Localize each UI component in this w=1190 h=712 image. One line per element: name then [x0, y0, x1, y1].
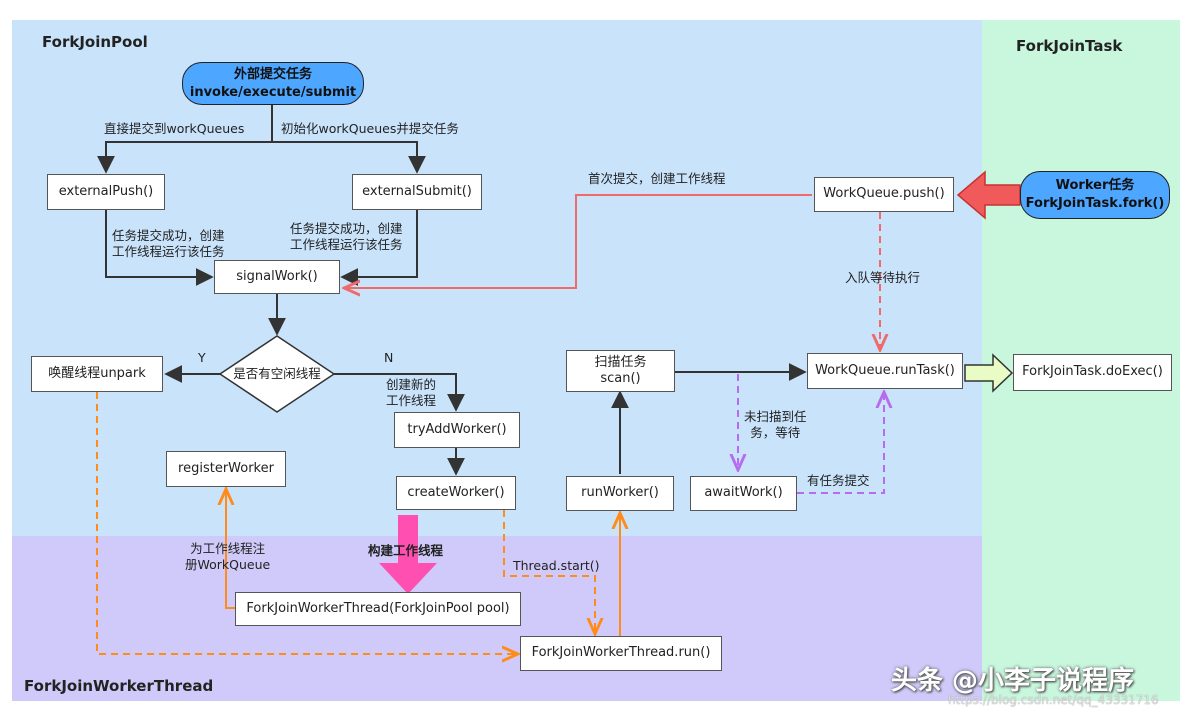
signalwork-node: signalWork()	[214, 260, 340, 294]
label-direct-submit: 直接提交到workQueues	[104, 121, 245, 136]
forkjoinworkerthread-title: ForkJoinWorkerThread	[24, 677, 214, 695]
arrow-awaitwork-to-runtask	[797, 392, 884, 494]
decision-diamond	[218, 335, 336, 413]
scan-line2: scan()	[600, 371, 641, 386]
fjwt-run-node: ForkJoinWorkerThread.run()	[520, 636, 722, 671]
scan-node: 扫描任务 scan()	[566, 350, 675, 392]
label-no-task-2: 务，等待	[750, 425, 801, 441]
label-no-task-1: 未扫描到任	[744, 409, 807, 424]
label-register-1: 为工作线程注	[190, 541, 266, 556]
unpark-node: 唤醒线程unpark	[31, 356, 163, 392]
doexec-node: ForkJoinTask.doExec()	[1013, 354, 1172, 391]
arrow-createworker-to-run	[503, 510, 595, 634]
green-arrow	[964, 353, 1014, 393]
runtask-node: WorkQueue.runTask()	[807, 353, 963, 389]
label-success-left: 任务提交成功，创建 工作线程运行该任务	[112, 228, 225, 261]
scan-line1: 扫描任务	[594, 354, 647, 370]
watermark-url: https://blog.csdn.net/qq_43331716	[948, 693, 1159, 707]
label-create-new-1: 创建新的	[386, 377, 437, 392]
arrow-submit-to-externalsubmit	[272, 141, 426, 174]
label-success-right: 任务提交成功，创建 工作线程运行该任务	[290, 221, 403, 254]
worker-task-node: Worker任务 ForkJoinTask.fork()	[1020, 171, 1170, 219]
worker-task-line2: ForkJoinTask.fork()	[1025, 196, 1165, 211]
label-thread-start: Thread.start()	[513, 558, 600, 573]
label-create-new: 创建新的 工作线程	[386, 377, 436, 410]
forkjointask-title: ForkJoinTask	[1016, 37, 1123, 55]
arrow-unpark-to-run	[96, 392, 518, 654]
fjwt-ctor-node: ForkJoinWorkerThread(ForkJoinPool pool)	[235, 592, 521, 626]
watermark-text: 头条 @小李子说程序	[891, 666, 1135, 696]
label-register: 为工作线程注 册WorkQueue	[185, 541, 270, 574]
label-success-left-1: 任务提交成功，创建	[112, 228, 225, 243]
external-submit-line1: 外部提交任务	[233, 66, 312, 82]
decision-label: 是否有空闲线程	[233, 366, 321, 381]
awaitwork-node: awaitWork()	[690, 476, 797, 511]
externalpush-node: externalPush()	[47, 174, 165, 210]
label-success-left-2: 工作线程运行该任务	[112, 244, 225, 260]
runworker-node: runWorker()	[566, 476, 674, 511]
external-submit-line2: invoke/execute/submit	[189, 84, 357, 100]
label-yes: Y	[198, 350, 206, 365]
label-no-task: 未扫描到任 务，等待	[744, 409, 807, 442]
push-node: WorkQueue.push()	[814, 177, 954, 212]
big-red-arrow	[956, 170, 1021, 220]
worker-task-line1: Worker任务	[1055, 178, 1135, 194]
label-init-submit: 初始化workQueues并提交任务	[281, 121, 459, 136]
arrow-externalpush-to-signalwork	[105, 210, 214, 286]
label-create-new-2: 工作线程	[386, 393, 437, 409]
label-enqueue-wait: 入队等待执行	[845, 270, 921, 285]
pink-arrow	[379, 515, 437, 594]
tryaddworker-node: tryAddWorker()	[394, 412, 520, 448]
forkjoinpool-title: ForkJoinPool	[42, 33, 148, 51]
label-register-2: 册WorkQueue	[185, 557, 271, 573]
registerworker-node: registerWorker	[166, 451, 286, 487]
label-success-right-1: 任务提交成功，创建	[290, 221, 403, 236]
createworker-node: createWorker()	[396, 476, 516, 510]
arrow-push-to-signalwork	[344, 194, 812, 288]
label-success-right-2: 工作线程运行该任务	[290, 237, 403, 253]
arrow-submit-to-externalpush	[97, 104, 273, 174]
arrow-ctor-to-register	[226, 489, 235, 609]
label-build-thread: 构建工作线程	[368, 543, 444, 558]
externalsubmit-node: externalSubmit()	[352, 174, 482, 210]
label-no: N	[384, 350, 394, 365]
label-has-task: 有任务提交	[807, 473, 870, 488]
arrow-decision-to-tryaddworker	[334, 373, 465, 412]
external-submit-node: 外部提交任务 invoke/execute/submit	[182, 62, 364, 105]
label-first-submit: 首次提交，创建工作线程	[588, 171, 726, 186]
arrow-externalsubmit-to-signalwork	[340, 210, 418, 286]
